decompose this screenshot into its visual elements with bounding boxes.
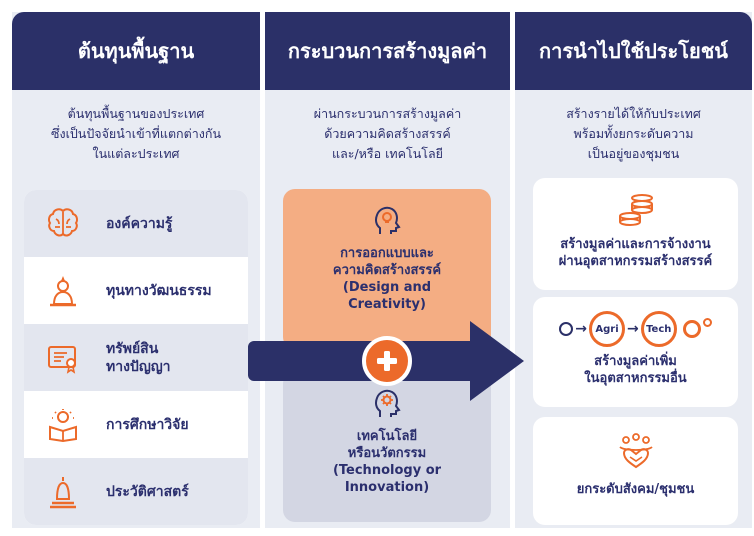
desc-line: ด้วยความคิดสร้างสรรค์ (324, 126, 451, 141)
plus-glyph-icon (377, 351, 397, 371)
asset-label-line: ทางปัญญา (106, 358, 171, 375)
agri-tech-diagram: → Agri → Tech (559, 311, 712, 347)
design-label-line: Creativity) (348, 297, 426, 312)
output-other-industry-card: → Agri → Tech สร้างมูลค่าเพิ่ม ในอุตสาหก… (533, 297, 738, 407)
desc-line: ซึ่งเป็นปัจจัยนำเข้าที่แตกต่างกัน (51, 126, 221, 141)
asset-label: ทุนทางวัฒนธรรม (106, 282, 212, 299)
desc-utilization: สร้างรายได้ให้กับประเทศ พร้อมทั้งยกระดับ… (523, 104, 744, 164)
head-bulb-icon (375, 206, 401, 234)
tech-label-line: (Technology or (332, 463, 442, 478)
output-community-card: ยกระดับสังคม/ชุมชน (533, 417, 738, 525)
asset-label: องค์ความรู้ (106, 215, 173, 232)
design-label-line: ความคิดสร้างสรรค์ (332, 263, 442, 278)
header-basic-capital: ต้นทุนพื้นฐาน (12, 12, 260, 90)
output-label-line: ผ่านอุตสาหกรรมสร้างสรรค์ (558, 254, 713, 269)
desc-line: ต้นทุนพื้นฐานของประเทศ (67, 106, 205, 121)
output-label-line: สร้างมูลค่าเพิ่ม (594, 354, 677, 369)
output-label-line: สร้างมูลค่าและการจ้างงาน (560, 237, 711, 252)
tech-label-line: เทคโนโลยี (356, 429, 418, 444)
header-utilization: การนำไปใช้ประโยชน์ (515, 12, 752, 90)
desc-value-creation: ผ่านกระบวนการสร้างมูลค่า ด้วยความคิดสร้า… (273, 104, 502, 164)
panel-basic-capital: ต้นทุนพื้นฐาน ต้นทุนพื้นฐานของประเทศ ซึ่… (12, 12, 260, 528)
panel-utilization: การนำไปใช้ประโยชน์ สร้างรายได้ให้กับประเ… (515, 12, 752, 528)
tech-circle: Tech (640, 311, 677, 347)
desc-line: ในแต่ละประเทศ (92, 146, 180, 161)
panel-value-creation: กระบวนการสร้างมูลค่า ผ่านกระบวนการสร้างม… (265, 12, 510, 528)
ring-small-icon (702, 317, 712, 327)
asset-item-knowledge: องค์ความรู้ (24, 190, 248, 257)
tech-label-line: หรือนวัตกรรม (347, 446, 427, 461)
desc-basic-capital: ต้นทุนพื้นฐานของประเทศ ซึ่งเป็นปัจจัยนำเ… (20, 104, 252, 164)
tech-label-line: Innovation) (344, 480, 430, 495)
header-value-creation: กระบวนการสร้างมูลค่า (265, 12, 510, 90)
brain-icon (48, 207, 78, 236)
desc-line: ผ่านกระบวนการสร้างมูลค่า (313, 106, 462, 121)
ring-icon (682, 320, 701, 338)
asset-label: ทรัพย์สิน ทางปัญญา (106, 340, 171, 376)
output-label-line: ยกระดับสังคม/ชุมชน (576, 482, 695, 497)
community-hands-icon (618, 433, 653, 469)
asset-label: การศึกษาวิจัย (106, 416, 189, 433)
coins-stack-icon (618, 194, 653, 226)
design-label-line: (Design and (342, 280, 432, 295)
asset-item-history: ประวัติศาสตร์ (24, 458, 248, 525)
desc-line: เป็นอยู่ของชุมชน (587, 146, 680, 161)
arrow-right-icon: → (575, 320, 587, 337)
buddha-icon (50, 275, 76, 306)
output-creative-industry-card: สร้างมูลค่าและการจ้างงาน ผ่านอุตสาหกรรมส… (533, 178, 738, 290)
arrow-right-icon: → (627, 320, 639, 337)
asset-label-line: ทรัพย์สิน (106, 340, 159, 357)
small-circle-icon (559, 322, 574, 336)
desc-line: สร้างรายได้ให้กับประเทศ (566, 106, 701, 121)
plus-icon (362, 336, 412, 386)
head-gear-icon (375, 389, 401, 417)
asset-item-culture: ทุนทางวัฒนธรรม (24, 257, 248, 324)
agri-circle: Agri (589, 311, 625, 347)
design-creativity-card: การออกแบบและ ความคิดสร้างสรรค์ (Design a… (283, 189, 491, 349)
asset-label: ประวัติศาสตร์ (106, 483, 189, 500)
output-label-line: ในอุตสาหกรรมอื่น (584, 371, 687, 386)
technology-innovation-card: เทคโนโลยี หรือนวัตกรรม (Technology or In… (283, 372, 491, 522)
asset-list: องค์ความรู้ ทุนทางวัฒนธรรม ทรัพย์สิน ทาง… (24, 190, 248, 525)
bell-monument-icon (50, 476, 76, 508)
asset-item-ip: ทรัพย์สิน ทางปัญญา (24, 324, 248, 391)
design-label-line: การออกแบบและ (340, 246, 434, 261)
asset-item-research: การศึกษาวิจัย (24, 391, 248, 458)
book-bulb-icon (49, 408, 77, 442)
certificate-icon (48, 345, 76, 374)
desc-line: พร้อมทั้งยกระดับความ (573, 126, 694, 141)
desc-line: และ/หรือ เทคโนโลยี (332, 146, 443, 161)
